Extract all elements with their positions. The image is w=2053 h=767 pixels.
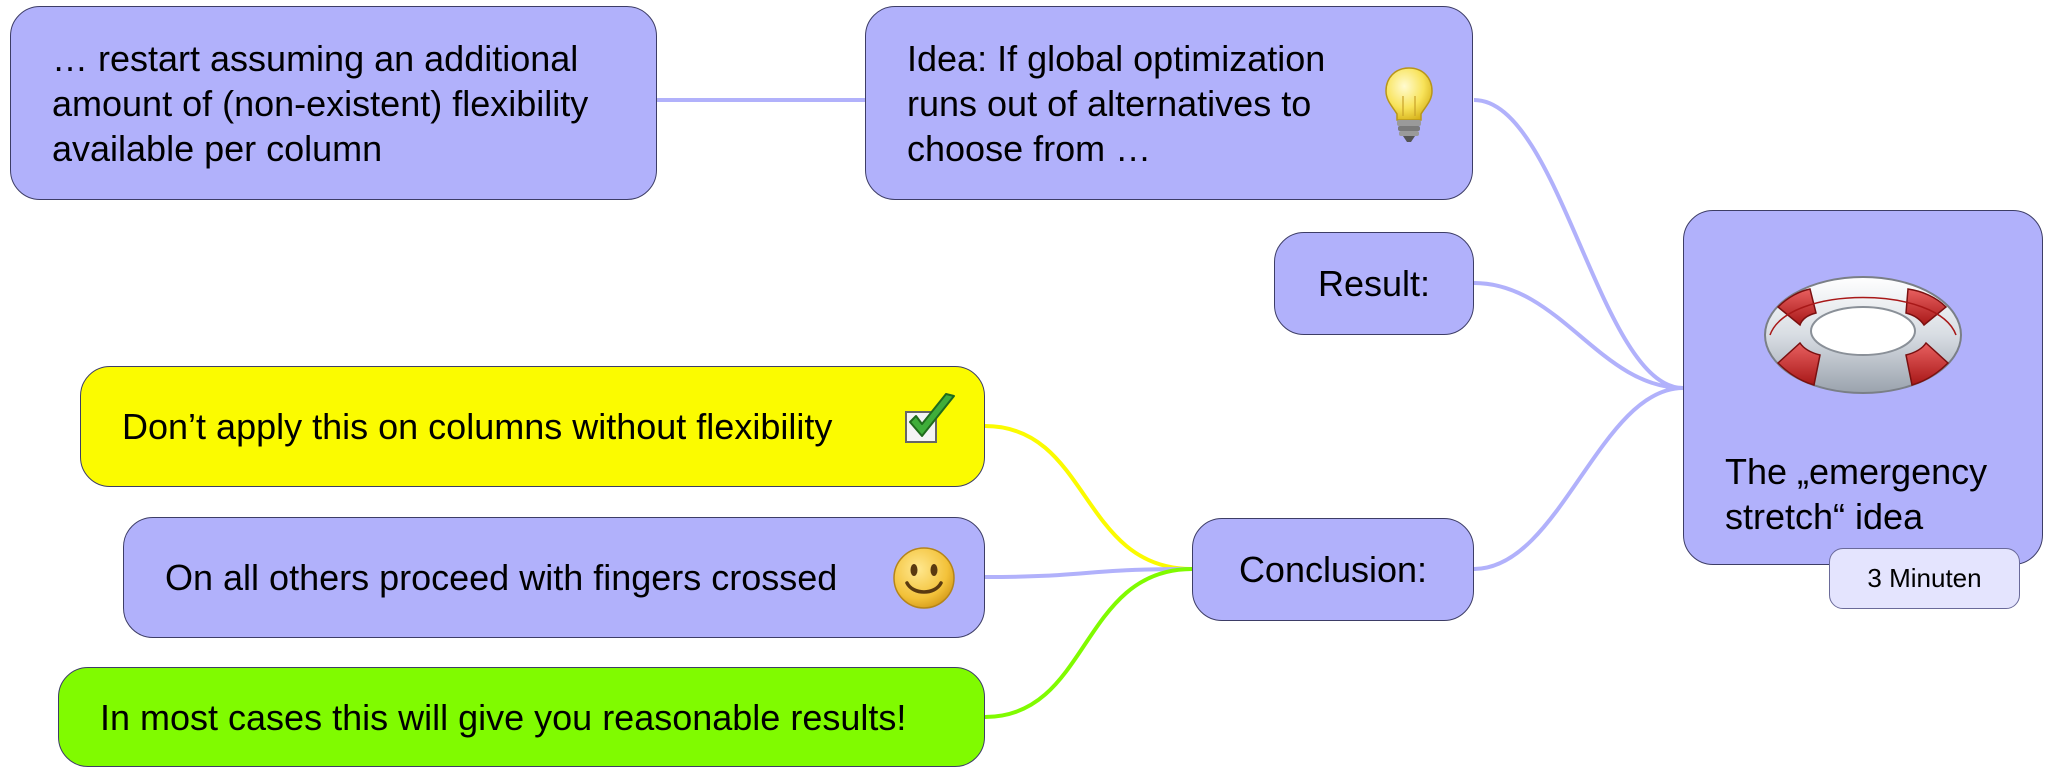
node-restart-assumption[interactable]: … restart assuming an additional amount … — [10, 6, 657, 200]
connector-root-conclusion — [1473, 386, 1684, 571]
node-idea[interactable]: Idea: If global optimization runs out of… — [865, 6, 1473, 200]
connector-root-idea — [1473, 98, 1684, 390]
lifebuoy-icon — [1764, 276, 1962, 394]
duration-badge-text: 3 Minuten — [1867, 563, 1982, 593]
connector-conclusion-others — [984, 567, 1193, 579]
lightbulb-icon — [1385, 67, 1433, 142]
node-conclusion-text: Conclusion: — [1238, 549, 1428, 590]
node-restart-text: … restart assuming an additional amount … — [52, 37, 589, 169]
node-reasonable-results-text: In most cases this will give you reasona… — [100, 696, 907, 738]
checkmark-icon — [905, 393, 955, 443]
smiley-icon — [893, 547, 955, 609]
connector-root-result — [1473, 281, 1684, 390]
node-idea-text: Idea: If global optimization runs out of… — [907, 37, 1326, 169]
node-dont-apply[interactable]: Don’t apply this on columns without flex… — [80, 366, 985, 487]
node-conclusion[interactable]: Conclusion: — [1192, 518, 1474, 621]
node-dont-apply-text: Don’t apply this on columns without flex… — [122, 406, 833, 447]
root-node-title: The „emergency stretch“ idea — [1725, 451, 1988, 537]
node-result-text: Result: — [1317, 263, 1431, 304]
connector-conclusion-dont — [984, 424, 1193, 571]
node-fingers-crossed[interactable]: On all others proceed with fingers cross… — [123, 517, 985, 638]
node-fingers-crossed-text: On all others proceed with fingers cross… — [165, 557, 838, 598]
connector-conclusion-most — [984, 567, 1193, 719]
node-reasonable-results[interactable]: In most cases this will give you reasona… — [58, 667, 985, 767]
node-result[interactable]: Result: — [1274, 232, 1474, 335]
duration-badge: 3 Minuten — [1829, 548, 2020, 609]
